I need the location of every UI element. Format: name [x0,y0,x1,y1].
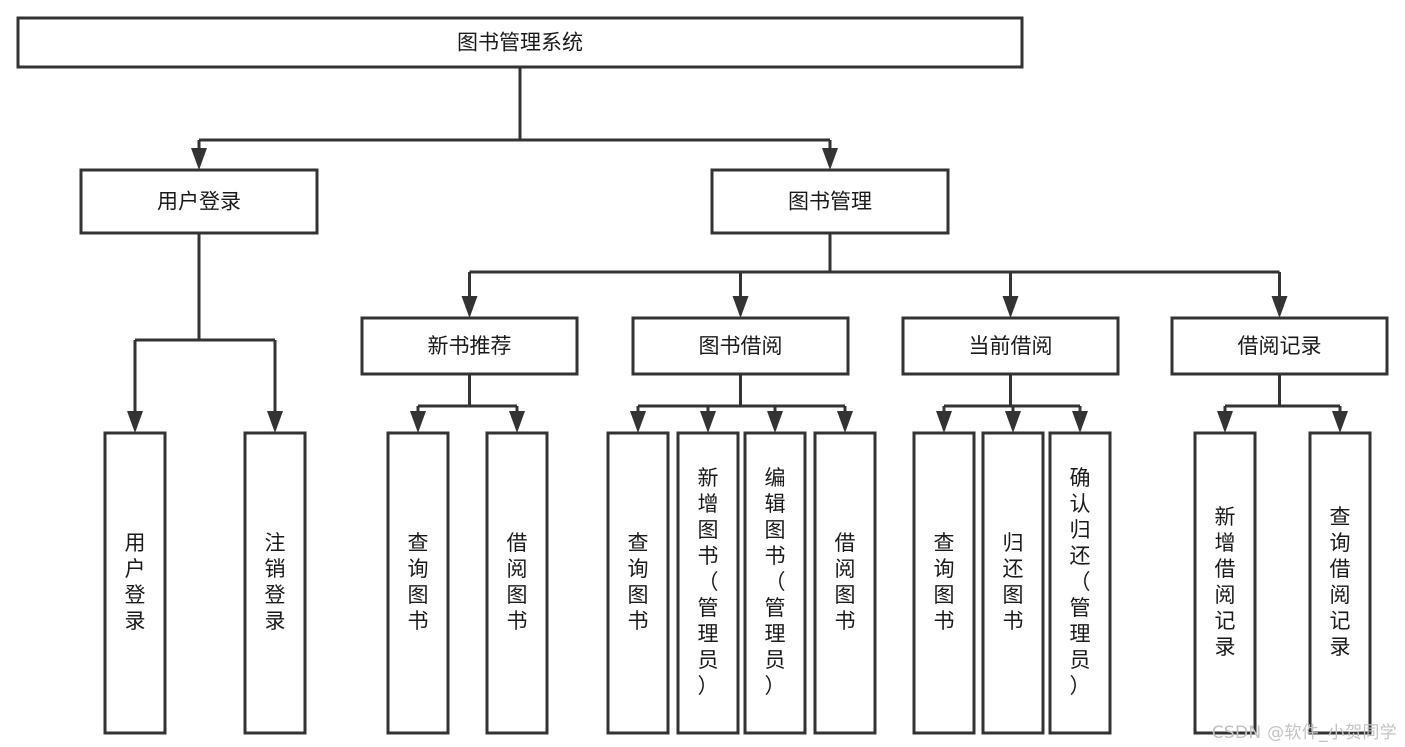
connectors-layer [127,67,1348,433]
arrow-head-leaf-book-borrow-1 [700,411,716,433]
node-box-current-borrow [901,316,1120,376]
node-borrow-record[interactable]: 借阅记录 [1170,316,1389,376]
node-box-leaf-borrow-book-1 [485,431,549,735]
node-box-leaf-confirm-return [1048,431,1112,735]
node-label-leaf-query-record: 查询借阅记录 [1330,505,1351,659]
node-label-leaf-query-book-1: 查询图书 [408,531,429,633]
node-box-root [16,16,1024,69]
node-label-current-borrow: 当前借阅 [969,334,1053,358]
node-new-book-recommend[interactable]: 新书推荐 [360,316,579,376]
node-label-root: 图书管理系统 [457,31,583,55]
arrow-head-leaf-borrow-record-0 [1217,411,1233,433]
arrow-head-leaf-book-borrow-3 [837,411,853,433]
node-box-leaf-query-book-3 [912,431,976,735]
node-leaf-query-record[interactable]: 查询借阅记录 [1308,431,1372,735]
node-leaf-query-book-1[interactable]: 查询图书 [386,431,450,735]
arrow-head-root-1 [822,148,838,170]
arrow-head-leaf-current-borrow-0 [936,411,952,433]
node-leaf-user-login[interactable]: 用户登录 [103,431,167,735]
node-box-leaf-logout [243,431,307,735]
node-label-leaf-query-book-3: 查询图书 [934,531,955,633]
node-label-book-borrow: 图书借阅 [699,334,783,358]
node-box-leaf-query-record [1308,431,1372,735]
node-label-leaf-logout: 注销登录 [265,531,286,633]
node-box-leaf-edit-book [743,431,807,735]
node-label-leaf-borrow-book-1: 借阅图书 [507,531,528,633]
node-leaf-add-book[interactable]: 新增图书（管理员） [676,431,740,735]
arrow-head-leaf-book-borrow-0 [630,411,646,433]
node-label-book-manage: 图书管理 [788,190,872,214]
node-book-manage[interactable]: 图书管理 [710,168,950,235]
node-label-leaf-add-record: 新增借阅记录 [1215,505,1236,659]
node-leaf-edit-book[interactable]: 编辑图书（管理员） [743,431,807,735]
arrow-head-book-manage-1 [732,296,749,318]
arrow-head-leaf-current-borrow-1 [1005,411,1021,433]
arrow-head-leaf-user-login-1 [267,411,283,433]
node-box-user-login [79,168,319,235]
node-leaf-add-record[interactable]: 新增借阅记录 [1193,431,1257,735]
arrow-head-leaf-borrow-record-1 [1332,411,1348,433]
node-leaf-query-book-3[interactable]: 查询图书 [912,431,976,735]
node-box-leaf-add-record [1193,431,1257,735]
node-label-borrow-record: 借阅记录 [1238,334,1322,358]
node-label-user-login: 用户登录 [157,190,241,214]
node-label-leaf-borrow-book-2: 借阅图书 [835,531,856,633]
node-book-borrow[interactable]: 图书借阅 [631,316,850,376]
node-leaf-confirm-return[interactable]: 确认归还（管理员） [1048,431,1112,735]
node-label-leaf-return-book: 归还图书 [1003,531,1024,633]
nodes-layer: 图书管理系统用户登录图书管理新书推荐图书借阅当前借阅借阅记录用户登录注销登录查询… [16,16,1389,735]
node-box-borrow-record [1170,316,1389,376]
arrow-head-leaf-new-book-recommend-1 [509,411,525,433]
node-box-leaf-return-book [981,431,1045,735]
node-leaf-return-book[interactable]: 归还图书 [981,431,1045,735]
node-box-book-borrow [631,316,850,376]
node-box-leaf-borrow-book-2 [813,431,877,735]
watermark-label: CSDN @软件_小贺同学 [1211,723,1397,743]
node-root[interactable]: 图书管理系统 [16,16,1024,69]
node-label-leaf-add-book: 新增图书（管理员） [698,466,719,698]
node-box-new-book-recommend [360,316,579,376]
node-label-new-book-recommend: 新书推荐 [428,334,512,358]
arrow-head-book-manage-0 [461,296,478,318]
arrow-head-book-manage-2 [1002,296,1019,318]
node-leaf-borrow-book-2[interactable]: 借阅图书 [813,431,877,735]
node-label-leaf-edit-book: 编辑图书（管理员） [765,466,786,698]
node-leaf-query-book-2[interactable]: 查询图书 [606,431,670,735]
node-user-login[interactable]: 用户登录 [79,168,319,235]
node-leaf-borrow-book-1[interactable]: 借阅图书 [485,431,549,735]
arrow-head-book-manage-3 [1271,296,1288,318]
arrow-head-leaf-user-login-0 [127,411,143,433]
node-box-leaf-user-login [103,431,167,735]
node-box-book-manage [710,168,950,235]
arrow-head-root-0 [191,148,207,170]
node-box-leaf-add-book [676,431,740,735]
node-box-leaf-query-book-2 [606,431,670,735]
node-label-leaf-query-book-2: 查询图书 [628,531,649,633]
node-leaf-logout[interactable]: 注销登录 [243,431,307,735]
node-box-leaf-query-book-1 [386,431,450,735]
node-label-leaf-user-login: 用户登录 [125,531,146,633]
arrow-head-leaf-current-borrow-2 [1072,411,1088,433]
node-current-borrow[interactable]: 当前借阅 [901,316,1120,376]
arrow-head-leaf-new-book-recommend-0 [410,411,426,433]
arrow-head-leaf-book-borrow-2 [767,411,783,433]
node-label-leaf-confirm-return: 确认归还（管理员） [1070,466,1091,698]
